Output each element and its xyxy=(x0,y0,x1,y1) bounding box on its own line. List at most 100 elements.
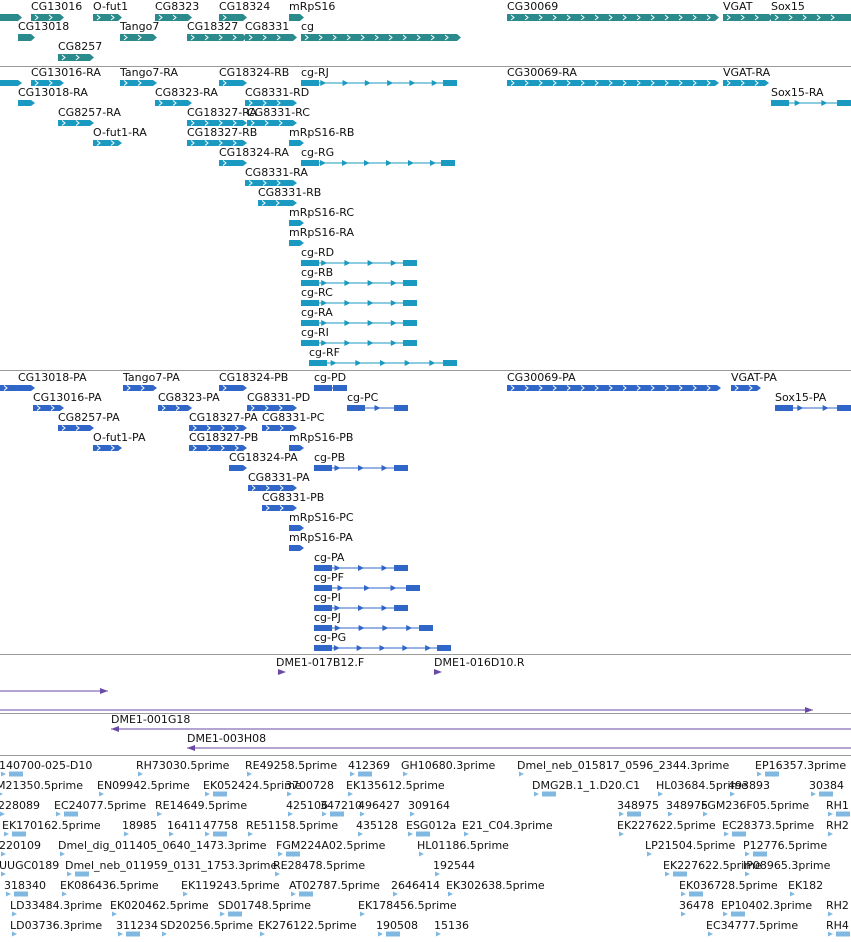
est-348975[interactable]: 348975 xyxy=(666,799,708,817)
est-192544[interactable]: 192544 xyxy=(433,859,475,877)
est-sd20256-5prime[interactable]: SD20256.5prime xyxy=(160,919,253,937)
tango7-ra-feature[interactable]: Tango7-RA xyxy=(119,66,178,86)
est-47758[interactable]: 47758 xyxy=(203,819,238,837)
est-425106[interactable]: 425106 xyxy=(286,799,328,817)
cg-pg-feature[interactable]: cg-PG xyxy=(314,631,451,651)
est-dmel-dig-011405-0640-1473-3prime[interactable]: Dmel_dig_011405_0640_1473.3prime xyxy=(58,839,267,857)
cg18324-pb-feature[interactable]: CG18324-PB xyxy=(219,371,288,391)
est-esg012a[interactable]: ESG012a xyxy=(406,819,456,837)
cg8323-ra-feature[interactable]: CG8323-RA xyxy=(155,86,218,106)
cg8323-pa-feature[interactable]: CG8323-PA xyxy=(158,391,220,411)
cg13018-pa-feature[interactable]: CG13018-PA xyxy=(18,371,87,391)
est-sd01748-5prime[interactable]: SD01748.5prime xyxy=(218,899,311,917)
cg-pi-feature[interactable]: cg-PI xyxy=(314,591,408,611)
cg-pf-feature[interactable]: cg-PF xyxy=(314,571,420,591)
est-30384[interactable]: 30384 xyxy=(809,779,844,797)
est-ek178456-5prime[interactable]: EK178456.5prime xyxy=(358,899,457,917)
mrps16-rb-feature[interactable]: mRpS16-RB xyxy=(289,126,354,146)
cg18327-feature[interactable]: CG18327 xyxy=(187,20,247,41)
vgat-ra-feature[interactable]: VGAT-RA xyxy=(723,66,771,86)
cg8331-ra-feature[interactable]: CG8331-RA xyxy=(245,166,308,186)
est-ld03736-3prime[interactable]: LD03736.3prime xyxy=(10,919,102,937)
dme1-001g18-clone[interactable]: DME1-001G18 xyxy=(111,713,851,732)
est-at02787-5prime[interactable]: AT02787.5prime xyxy=(289,879,380,897)
cg8331-pa-feature[interactable]: CG8331-PA xyxy=(248,471,310,491)
mrps16-ra-feature[interactable]: mRpS16-RA xyxy=(289,226,354,246)
cg13018-feature[interactable]: CG13018 xyxy=(18,20,69,41)
est-3700728[interactable]: 3700728 xyxy=(285,779,334,797)
est-318340[interactable]: 318340 xyxy=(4,879,46,897)
est-re51158-5prime[interactable]: RE51158.5prime xyxy=(246,819,338,837)
cg18327-ra-feature[interactable]: CG18327-RA xyxy=(187,106,257,126)
est-190508[interactable]: 190508 xyxy=(376,919,418,937)
cg-pj-feature[interactable]: cg-PJ xyxy=(314,611,433,631)
est-ek227622-5prime[interactable]: EK227622.5prime xyxy=(617,819,716,837)
cg8331-feature[interactable]: CG8331 xyxy=(245,20,297,41)
cg-rf-feature[interactable]: cg-RF xyxy=(309,346,457,366)
est-347210[interactable]: 347210 xyxy=(320,799,362,817)
clone-clone[interactable] xyxy=(0,688,108,694)
cg30069-ra-feature[interactable]: CG30069-RA xyxy=(507,66,719,86)
mrps16-feature[interactable]: mRpS16 xyxy=(289,0,335,21)
mrps16-pb-feature[interactable]: mRpS16-PB xyxy=(289,431,353,451)
o-fut1-ra-feature[interactable]: O-fut1-RA xyxy=(93,126,147,146)
vgat-pa-feature[interactable]: VGAT-PA xyxy=(731,371,777,391)
est-gh10680-3prime[interactable]: GH10680.3prime xyxy=(401,759,496,777)
est-348975[interactable]: 348975 xyxy=(617,799,659,817)
tango7-pa-feature[interactable]: Tango7-PA xyxy=(122,371,180,391)
cg8323-feature[interactable]: CG8323 xyxy=(155,0,199,21)
est-m21350-5prime[interactable]: M21350.5prime xyxy=(0,779,83,797)
dme1-003h08-clone[interactable]: DME1-003H08 xyxy=(187,732,851,751)
cg8257-ra-feature[interactable]: CG8257-RA xyxy=(58,106,121,126)
cg30069-feature[interactable]: CG30069 xyxy=(507,0,719,21)
cg8257-feature[interactable]: CG8257 xyxy=(58,40,102,61)
cg18324-rb-feature[interactable]: CG18324-RB xyxy=(219,66,289,86)
cg-feature[interactable]: cg xyxy=(301,20,461,41)
clone-clone[interactable] xyxy=(0,707,813,713)
cg18327-rb-feature[interactable]: CG18327-RB xyxy=(187,126,257,146)
est-dmel-neb-011959-0131-1753-3prime[interactable]: Dmel_neb_011959_0131_1753.3prime xyxy=(65,859,277,877)
est-ek227622-5prime[interactable]: EK227622.5prime xyxy=(663,859,762,877)
est-ec24077-5prime[interactable]: EC24077.5prime xyxy=(54,799,146,817)
est-311234[interactable]: 311234 xyxy=(116,919,158,937)
est-ek302638-5prime[interactable]: EK302638.5prime xyxy=(446,879,545,897)
est-493893[interactable]: 493893 xyxy=(728,779,770,797)
cg8331-rd-feature[interactable]: CG8331-RD xyxy=(245,86,309,106)
est-lp21504-5prime[interactable]: LP21504.5prime xyxy=(645,839,736,857)
cg8331-rb-feature[interactable]: CG8331-RB xyxy=(258,186,321,206)
cg-pa-feature[interactable]: cg-PA xyxy=(314,551,408,571)
est-p12776-5prime[interactable]: P12776.5prime xyxy=(743,839,827,857)
cg8331-rc-feature[interactable]: CG8331-RC xyxy=(247,106,310,126)
est-re28478-5prime[interactable]: RE28478.5prime xyxy=(273,859,365,877)
est-ec34777-5prime[interactable]: EC34777.5prime xyxy=(706,919,798,937)
mrps16-pc-feature[interactable]: mRpS16-PC xyxy=(289,511,354,531)
est-18985[interactable]: 18985 xyxy=(122,819,157,837)
est-uugc0189[interactable]: UUGC0189 xyxy=(0,859,59,877)
est-ek182[interactable]: EK182 xyxy=(788,879,823,897)
est-412369[interactable]: 412369 xyxy=(348,759,390,777)
est-rh2[interactable]: RH2 xyxy=(826,899,849,917)
cg18324-ra-feature[interactable]: CG18324-RA xyxy=(219,146,289,166)
est-435128[interactable]: 435128 xyxy=(356,819,398,837)
cg-pd-feature[interactable]: cg-PD xyxy=(314,371,347,391)
sox15-feature[interactable]: Sox15 xyxy=(771,0,851,21)
est-220109[interactable]: 220109 xyxy=(0,839,41,857)
est-ek135612-5prime[interactable]: EK135612.5prime xyxy=(346,779,445,797)
est-ek052424-5prime[interactable]: EK052424.5prime xyxy=(203,779,302,797)
cg13016-pa-feature[interactable]: CG13016-PA xyxy=(33,391,102,411)
cg-rj-feature[interactable]: cg-RJ xyxy=(301,66,457,86)
sox15-pa-feature[interactable]: Sox15-PA xyxy=(775,391,851,411)
est-rh1[interactable]: RH1 xyxy=(826,799,850,817)
est-309164[interactable]: 309164 xyxy=(408,799,450,817)
cg18327-pa-feature[interactable]: CG18327-PA xyxy=(189,411,258,431)
cg18327-pb-feature[interactable]: CG18327-PB xyxy=(189,431,258,451)
cg8331-pc-feature[interactable]: CG8331-PC xyxy=(262,411,325,431)
mrps16-rc-feature[interactable]: mRpS16-RC xyxy=(289,206,354,226)
est-dmel-neb-015817-0596-2344-3prime[interactable]: Dmel_neb_015817_0596_2344.3prime xyxy=(517,759,729,777)
cg-ri-feature[interactable]: cg-RI xyxy=(301,326,417,346)
est-fgm224a02-5prime[interactable]: FGM224A02.5prime xyxy=(276,839,386,857)
o-fut1-feature[interactable]: O-fut1 xyxy=(93,0,128,21)
